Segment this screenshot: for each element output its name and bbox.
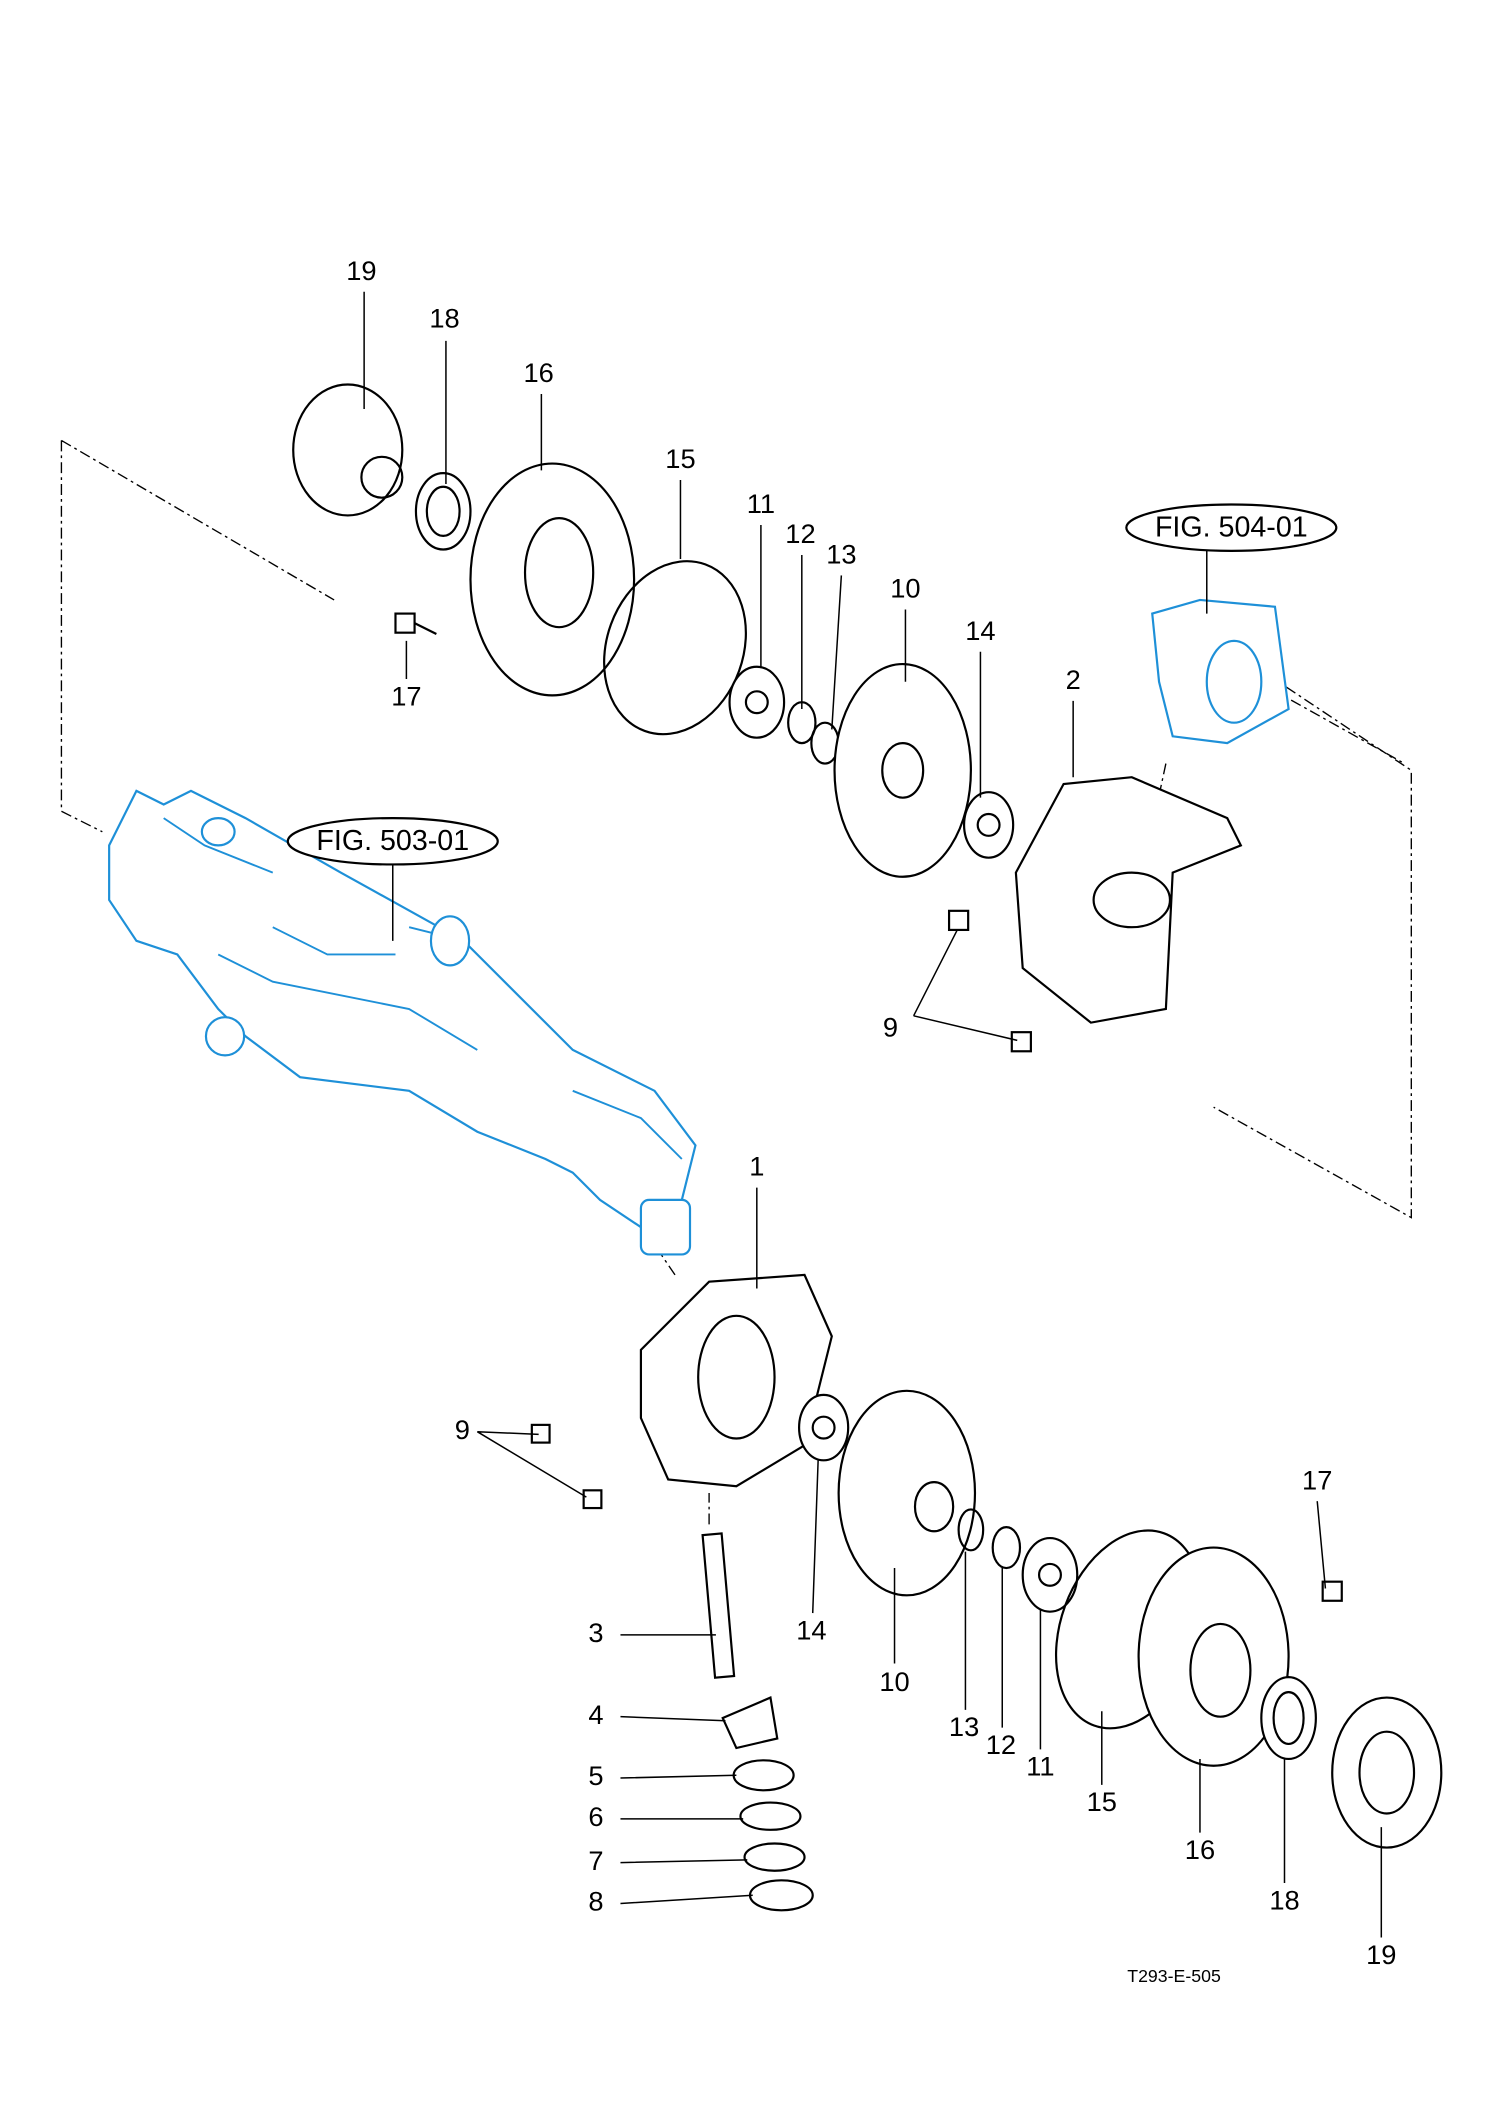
callout-part-12[interactable]: 12 [986,1729,1016,1760]
callout-part-13[interactable]: 13 [949,1711,979,1742]
swivel-reference [1151,598,1290,745]
callout-part-19[interactable]: 19 [346,255,376,286]
callout-part-19[interactable]: 19 [1366,1939,1396,1970]
leader-lines [363,291,1383,1938]
fig-504-01-label[interactable]: FIG. 504-01 [1155,512,1308,544]
callout-part-9[interactable]: 9 [883,1012,898,1043]
reference-code: T293-E-505 [1127,1966,1221,1986]
callout-part-6[interactable]: 6 [588,1801,603,1832]
callout-part-17[interactable]: 17 [1302,1464,1332,1495]
callout-part-8[interactable]: 8 [588,1886,603,1917]
callout-part-9[interactable]: 9 [455,1414,470,1445]
callout-part-7[interactable]: 7 [588,1845,603,1876]
fig-503-01-label[interactable]: FIG. 503-01 [316,825,469,857]
callout-part-18[interactable]: 18 [429,303,459,334]
callout-part-11[interactable]: 11 [747,488,775,519]
callout-part-1[interactable]: 1 [749,1151,764,1182]
callout-part-12[interactable]: 12 [785,518,815,549]
callout-part-14[interactable]: 14 [965,615,995,646]
fig-504-01-ref[interactable]: FIG. 504-01 [1125,503,1338,552]
callout-part-16[interactable]: 16 [523,357,553,388]
callout-part-5[interactable]: 5 [588,1760,603,1791]
callout-part-2[interactable]: 2 [1066,664,1081,695]
callout-part-11[interactable]: 11 [1026,1751,1054,1782]
callout-part-15[interactable]: 15 [665,443,695,474]
callout-part-15[interactable]: 15 [1087,1786,1117,1817]
callout-part-10[interactable]: 10 [890,573,920,604]
callout-part-14[interactable]: 14 [796,1614,826,1645]
callout-part-3[interactable]: 3 [588,1617,603,1648]
callout-part-10[interactable]: 10 [879,1666,909,1697]
callout-part-16[interactable]: 16 [1185,1834,1215,1865]
callout-part-13[interactable]: 13 [826,539,856,570]
lower-parts [530,1273,1443,1912]
callout-part-17[interactable]: 17 [391,680,421,711]
callout-part-18[interactable]: 18 [1269,1884,1299,1915]
upper-parts [292,383,1243,1053]
callout-part-4[interactable]: 4 [588,1699,603,1730]
fig-503-01-ref[interactable]: FIG. 503-01 [286,817,499,866]
axle-housing-reference [108,789,697,1256]
